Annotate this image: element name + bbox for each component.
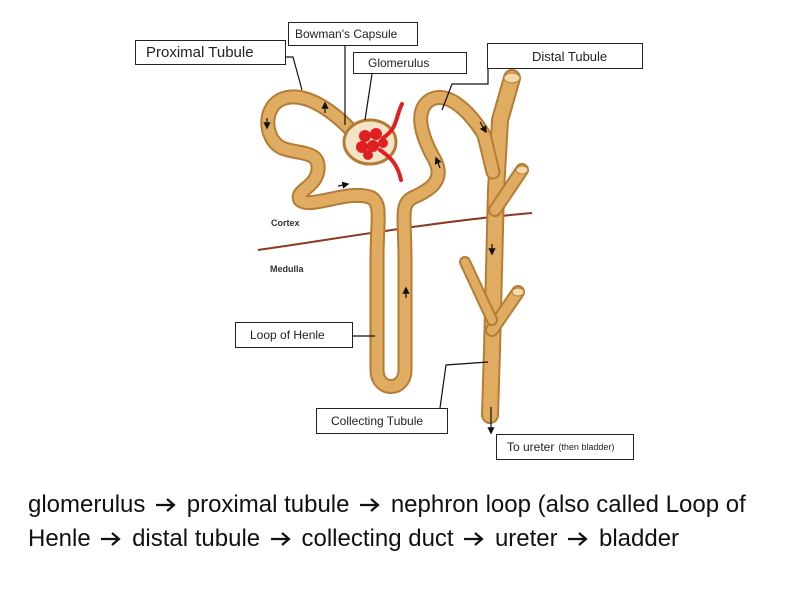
proximal-tubule-label: Proximal Tubule bbox=[135, 40, 286, 65]
caption-step: glomerulus bbox=[28, 491, 145, 518]
collecting-tubule-label: Collecting Tubule bbox=[316, 408, 448, 434]
glomerulus-leader bbox=[365, 74, 372, 120]
cortex-label: Cortex bbox=[271, 218, 300, 228]
proximal-tubule-leader bbox=[285, 57, 302, 90]
collecting-tubule-label-text: Collecting Tubule bbox=[331, 414, 423, 428]
collecting-tubule-leader bbox=[440, 362, 488, 408]
right-arrow-icon bbox=[267, 531, 295, 547]
loop-of-henle-label-text: Loop of Henle bbox=[250, 328, 325, 342]
caption-step: collecting duct bbox=[302, 525, 454, 552]
right-arrow-icon bbox=[356, 497, 384, 513]
medulla-label: Medulla bbox=[270, 264, 304, 274]
to-ureter-note: (then bladder) bbox=[558, 442, 614, 452]
caption-step: distal tubule bbox=[132, 525, 260, 552]
flow-caption: glomerulus proximal tubule nephron loop … bbox=[28, 488, 778, 556]
caption-step: bladder bbox=[599, 525, 679, 552]
right-arrow-icon bbox=[460, 531, 488, 547]
caption-step: proximal tubule bbox=[187, 491, 350, 518]
distal-tubule-label-text: Distal Tubule bbox=[532, 49, 607, 64]
bowmans-capsule-label-text: Bowman's Capsule bbox=[295, 27, 397, 41]
caption-step: ureter bbox=[495, 525, 558, 552]
right-arrow-icon bbox=[152, 497, 180, 513]
loop-of-henle-label: Loop of Henle bbox=[235, 322, 353, 348]
glomerulus-label-text: Glomerulus bbox=[368, 56, 429, 70]
to-ureter-label: To ureter (then bladder) bbox=[496, 434, 634, 460]
right-arrow-icon bbox=[564, 531, 592, 547]
glomerulus-label: Glomerulus bbox=[353, 52, 467, 74]
distal-tubule-label: Distal Tubule bbox=[487, 43, 643, 69]
proximal-tubule-label-text: Proximal Tubule bbox=[146, 44, 254, 61]
bowmans-capsule-label: Bowman's Capsule bbox=[288, 22, 418, 46]
right-arrow-icon bbox=[97, 531, 125, 547]
to-ureter-label-text: To ureter bbox=[507, 440, 554, 454]
